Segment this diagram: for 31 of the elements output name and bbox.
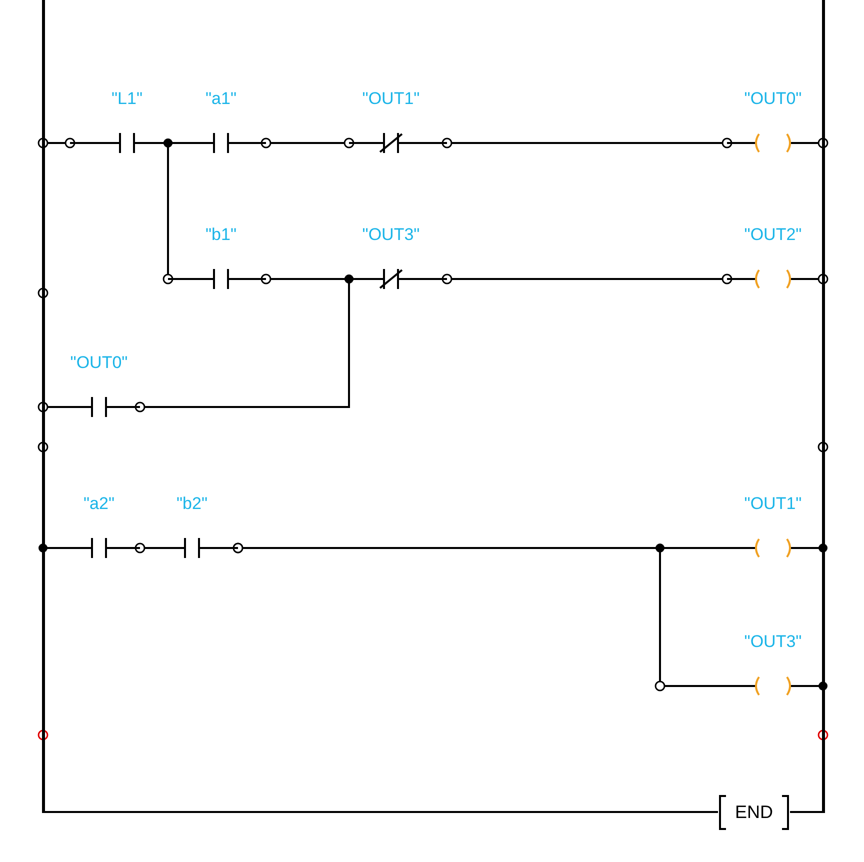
tag-label: "OUT3"	[361, 224, 421, 246]
power-rail	[42, 0, 44, 813]
tag-label: "a1"	[204, 88, 238, 110]
wire	[260, 138, 354, 148]
tag-label: "b1"	[204, 224, 238, 246]
wire	[790, 811, 823, 813]
wire	[442, 274, 732, 284]
wire	[232, 542, 735, 687]
tag-label: "OUT2"	[743, 224, 803, 246]
tag-label: "b2"	[176, 493, 208, 515]
wire	[43, 811, 718, 813]
wire	[38, 402, 62, 412]
wire	[811, 138, 828, 148]
wire	[811, 274, 828, 284]
tag-label: "OUT1"	[743, 493, 803, 515]
tag-label: "a2"	[82, 493, 116, 515]
wire	[38, 138, 76, 148]
wire	[134, 542, 164, 554]
end-instruction: END	[718, 795, 790, 830]
tag-label: "OUT0"	[743, 88, 803, 110]
wire	[811, 544, 828, 552]
wire	[442, 138, 732, 148]
power-rail	[822, 0, 824, 813]
wire	[134, 274, 354, 412]
tag-label: "OUT3"	[743, 631, 803, 653]
tag-label: "OUT0"	[69, 352, 129, 374]
wire	[38, 544, 66, 552]
tag-label: "L1"	[110, 88, 144, 110]
tag-label: "OUT1"	[361, 88, 421, 110]
wire	[162, 138, 174, 284]
wire	[811, 682, 828, 690]
